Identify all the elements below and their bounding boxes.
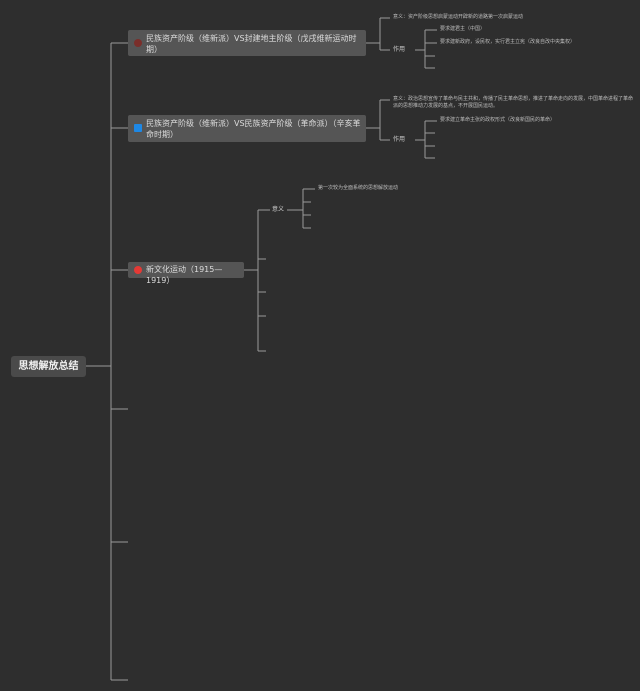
root-topic[interactable]: 思想解放总结 xyxy=(11,356,86,377)
branch-topic-1[interactable]: 民族资产阶级（维新派）VS封建地主阶级（戊戌维新运动时期） xyxy=(128,30,366,56)
priority-circle-icon xyxy=(134,39,142,47)
branch-label: 民族资产阶级（维新派）VS民族资产阶级（革命派）（辛亥革命时期） xyxy=(146,119,361,139)
priority-circle-icon xyxy=(134,266,142,274)
branch-topic-3[interactable]: 新文化运动（1915—1919） xyxy=(128,262,244,285)
significance-note: 第一次较为全面系统的思想解放运动 xyxy=(318,185,399,191)
significance-note: 意义：资产阶级思想启蒙运动开辟新的道路第一次启蒙运动 xyxy=(393,14,524,20)
significance-label: 意义 xyxy=(272,206,285,213)
effect-label: 作用 xyxy=(393,46,406,53)
effect-item: 要求建立革命主张的政权形式（改良新国民的革命） xyxy=(440,117,556,123)
effect-item: 要求建君主（中国） xyxy=(440,26,486,32)
branch-label: 新文化运动（1915—1919） xyxy=(146,265,223,285)
effect-label: 作用 xyxy=(393,136,406,143)
branch-label: 民族资产阶级（维新派）VS封建地主阶级（戊戌维新运动时期） xyxy=(146,34,357,54)
priority-square-icon xyxy=(134,124,142,132)
effect-item: 要求建新政府，设民权，实行君主立宪（改良自改中央集权） xyxy=(440,39,576,45)
branch-topic-2[interactable]: 民族资产阶级（维新派）VS民族资产阶级（革命派）（辛亥革命时期） xyxy=(128,115,366,142)
significance-note: 意义：政治思想宣传了革命与民主共和，传播了民主革命思想，推进了革命走向的发展，中… xyxy=(393,96,634,109)
